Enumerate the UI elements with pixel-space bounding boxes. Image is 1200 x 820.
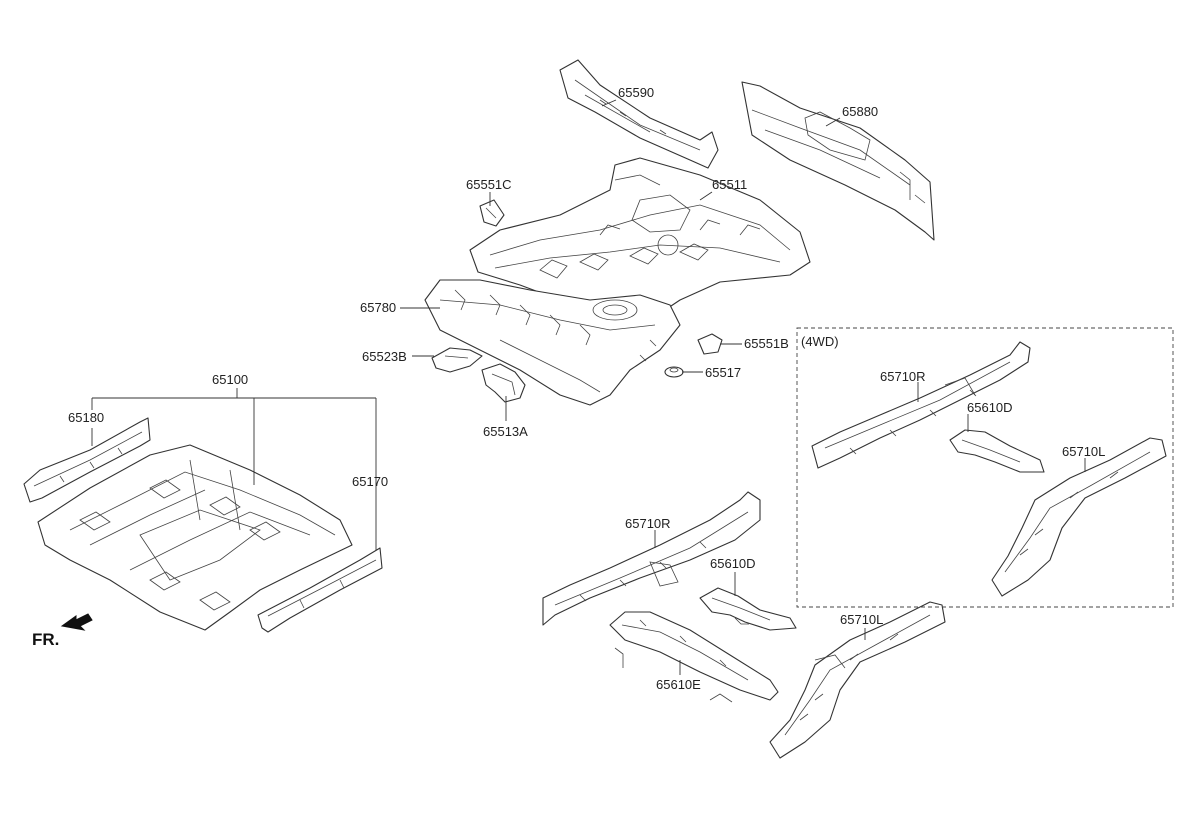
part-65610E[interactable] [609,611,779,703]
part-65590[interactable] [559,59,719,169]
part-65180[interactable] [23,417,151,503]
label-65551C[interactable]: 65551C [466,177,512,192]
part-65511[interactable] [469,157,811,321]
part-65710L-4wd[interactable] [991,437,1167,597]
label-65523B[interactable]: 65523B [362,349,407,364]
part-65710L[interactable] [769,601,946,759]
label-65710R-4wd[interactable]: 65710R [880,369,926,384]
part-65551B[interactable] [697,333,723,355]
label-65610D[interactable]: 65610D [710,556,756,571]
part-65513A[interactable] [481,363,526,403]
part-65100[interactable] [37,444,353,631]
part-65170[interactable] [257,547,383,633]
group-4wd-box [796,327,1174,608]
part-65780[interactable] [424,279,681,406]
label-65610E[interactable]: 65610E [656,677,701,692]
label-65780[interactable]: 65780 [360,300,396,315]
label-65100[interactable]: 65100 [212,372,248,387]
label-65710L[interactable]: 65710L [840,612,883,627]
part-65610D-4wd[interactable] [949,429,1045,473]
part-65610D[interactable] [699,587,797,631]
part-65880[interactable] [741,81,935,241]
label-65710R[interactable]: 65710R [625,516,671,531]
label-65610D-4wd[interactable]: 65610D [967,400,1013,415]
leader-lines [91,99,1086,675]
label-65710L-4wd[interactable]: 65710L [1062,444,1105,459]
part-65523B[interactable] [431,347,483,373]
part-65517[interactable] [664,366,684,378]
front-arrow-icon [60,613,93,631]
label-65513A[interactable]: 65513A [483,424,528,439]
part-65710R[interactable] [542,491,761,626]
label-65170[interactable]: 65170 [352,474,388,489]
label-front: FR. [32,630,59,649]
label-65880[interactable]: 65880 [842,104,878,119]
label-65517[interactable]: 65517 [705,365,741,380]
label-4wd-group: (4WD) [801,334,839,349]
part-65551C[interactable] [479,199,505,227]
label-65511[interactable]: 65511 [712,177,747,192]
label-65551B[interactable]: 65551B [744,336,789,351]
label-65590[interactable]: 65590 [618,85,654,100]
part-65710R-4wd[interactable] [811,341,1031,469]
label-65180[interactable]: 65180 [68,410,104,425]
